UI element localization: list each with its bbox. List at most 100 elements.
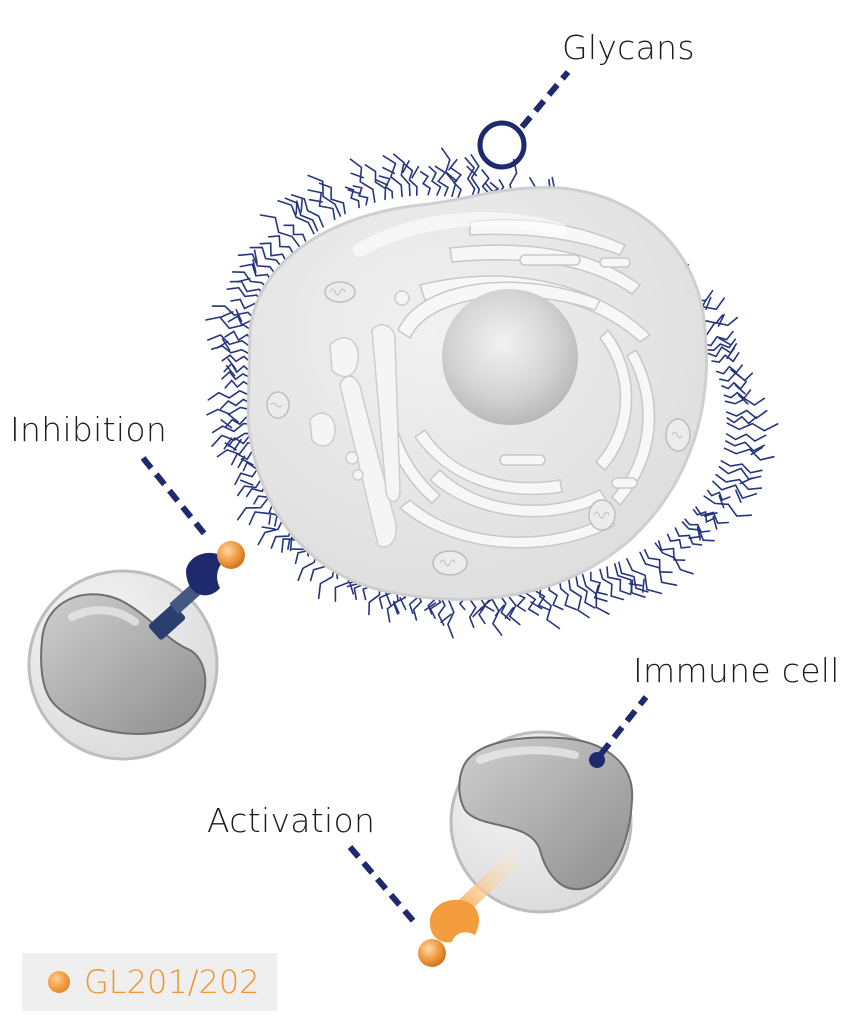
inhibition-pointer bbox=[140, 456, 210, 539]
glycan-strand bbox=[711, 352, 740, 363]
glycan-branch bbox=[252, 259, 257, 274]
glycan-strand bbox=[283, 224, 307, 242]
glycan-strand bbox=[599, 568, 625, 601]
glycan-strand bbox=[692, 509, 717, 524]
glycan-strand bbox=[249, 246, 283, 269]
glycan-strand bbox=[277, 200, 315, 235]
glycan-strand bbox=[259, 214, 301, 248]
glycan-branch bbox=[237, 455, 246, 469]
glycan-strand bbox=[704, 338, 737, 352]
glycan-strand bbox=[393, 153, 411, 197]
glycan-strand bbox=[259, 242, 288, 263]
glycan-strand bbox=[695, 506, 730, 525]
glycan-strand bbox=[470, 154, 481, 202]
glycan-branch bbox=[703, 511, 718, 517]
glycan-strand bbox=[684, 518, 711, 533]
glycan-strand bbox=[723, 389, 752, 400]
glycan-strand bbox=[206, 406, 253, 416]
glycan-branch bbox=[233, 438, 242, 451]
glycan-strand bbox=[224, 379, 251, 389]
glycan-branch bbox=[221, 338, 231, 351]
glycan-branch bbox=[261, 526, 276, 530]
glycan-strand bbox=[450, 167, 463, 198]
glycan-strand bbox=[666, 533, 691, 549]
glycan-branch bbox=[347, 189, 362, 195]
glycan-strand bbox=[464, 157, 476, 201]
glycan-strand bbox=[726, 422, 779, 432]
glycan-strand bbox=[364, 164, 387, 201]
glycan-strand bbox=[606, 566, 632, 596]
glycan-strand bbox=[581, 573, 610, 615]
legend: GL201/202 bbox=[22, 953, 277, 1011]
glycan-branch bbox=[227, 413, 239, 423]
glycan-strand bbox=[726, 433, 767, 443]
glycan-strand bbox=[718, 465, 762, 481]
glycan-branch bbox=[308, 198, 323, 203]
glycan-branch bbox=[688, 535, 703, 539]
glycan-branch bbox=[472, 606, 483, 618]
glycan-branch bbox=[739, 477, 753, 485]
glycan-branch bbox=[705, 296, 712, 311]
glycan-strand bbox=[707, 489, 731, 502]
glycan-branch bbox=[448, 158, 458, 171]
glycan-branch bbox=[375, 179, 389, 186]
glycan-branch bbox=[424, 602, 437, 611]
glycan-strand bbox=[726, 409, 768, 420]
inhibition-label: Inhibition bbox=[10, 410, 168, 449]
glycan-strand bbox=[419, 171, 432, 196]
glycan-strand bbox=[207, 333, 253, 349]
glycan-branch bbox=[446, 172, 458, 182]
glycan-branch bbox=[593, 596, 608, 602]
glycan-strand bbox=[715, 473, 763, 491]
legend-label: GL201/202 bbox=[84, 963, 260, 1001]
glycan-strand bbox=[223, 362, 251, 374]
glycan-branch bbox=[382, 166, 396, 175]
glycan-branch bbox=[223, 437, 233, 450]
glycan-strand bbox=[539, 582, 561, 630]
glycan-branch bbox=[399, 597, 407, 611]
legend-marker-icon bbox=[48, 971, 70, 993]
glycan-strand bbox=[724, 397, 766, 406]
glycan-branch bbox=[240, 479, 254, 486]
glycan-branch bbox=[411, 165, 420, 179]
glycan-strand bbox=[349, 158, 376, 203]
glycan-strand bbox=[284, 197, 319, 232]
glycan-strand bbox=[403, 163, 418, 196]
glycan-branch bbox=[300, 198, 303, 213]
glycan-strand bbox=[639, 551, 678, 586]
glycan-branch bbox=[530, 601, 543, 610]
glycan-strand bbox=[723, 447, 775, 461]
glycan-strand bbox=[725, 440, 765, 452]
glycan-branch bbox=[240, 458, 254, 466]
glycan-strand bbox=[441, 147, 457, 198]
glycan-branch bbox=[734, 384, 746, 395]
glycan-strand bbox=[237, 253, 278, 277]
glycan-strand bbox=[719, 371, 754, 382]
glycan-branch bbox=[385, 592, 392, 606]
glycan-strand bbox=[654, 542, 694, 575]
glycan-strand bbox=[434, 165, 449, 197]
glycan-strand bbox=[716, 364, 743, 375]
glycan-strand bbox=[721, 380, 748, 391]
glycan-branch bbox=[750, 446, 763, 456]
glycan-strand bbox=[290, 194, 324, 228]
glycan-strand bbox=[307, 174, 342, 217]
glycan-branch bbox=[227, 358, 237, 370]
glycan-branch bbox=[628, 582, 643, 587]
glycan-branch bbox=[216, 340, 229, 349]
glycan-branch bbox=[392, 600, 400, 614]
glycan-branch bbox=[289, 536, 293, 552]
activating-receptor bbox=[418, 854, 518, 967]
glycan-branch bbox=[440, 613, 452, 624]
glycan-strand bbox=[548, 581, 564, 611]
glycan-branch bbox=[726, 347, 736, 360]
glycan-strand bbox=[575, 575, 596, 609]
glycan-branch bbox=[253, 249, 258, 264]
glycan-branch bbox=[717, 313, 725, 327]
immune-cell-pointer bbox=[598, 695, 649, 756]
glycan-strand bbox=[221, 370, 251, 381]
glycan-strand bbox=[352, 185, 369, 206]
glycan-branch bbox=[350, 172, 364, 179]
activation-label: Activation bbox=[207, 801, 376, 840]
glycan-strand bbox=[674, 527, 703, 546]
